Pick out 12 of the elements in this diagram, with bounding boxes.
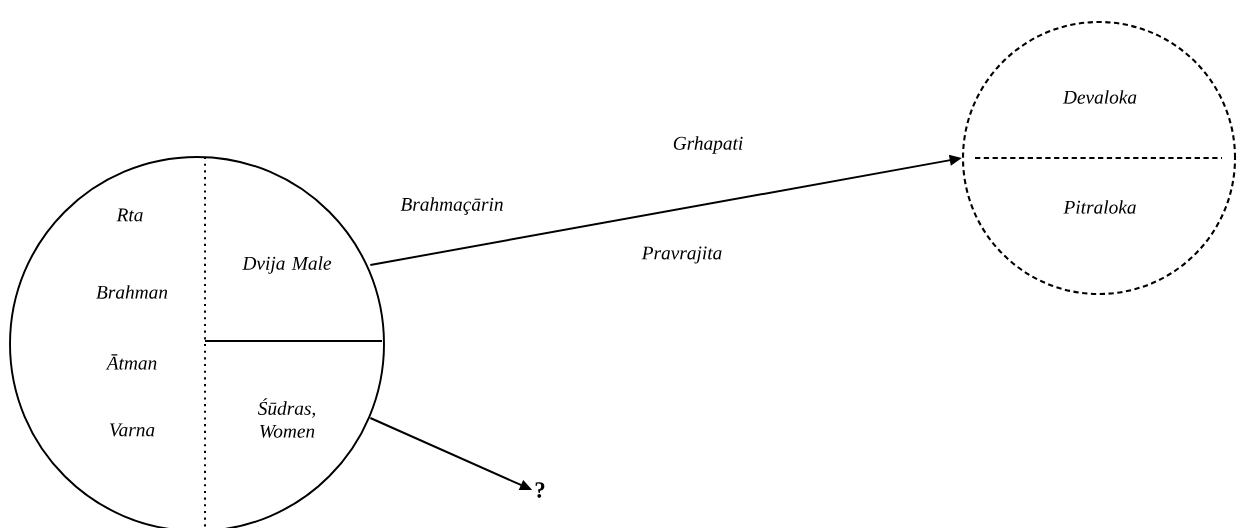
term-label: Brahman xyxy=(96,285,168,299)
term-label: Rta xyxy=(116,208,143,222)
term-label: Devaloka xyxy=(1062,90,1137,104)
region-label: Dvija Male xyxy=(242,256,332,274)
region-label: Śūdras, Women xyxy=(257,398,316,438)
term-label: Pitraloka xyxy=(1063,200,1136,214)
term-label: Varna xyxy=(109,423,155,437)
stage-label: Brahmaçārin xyxy=(400,197,503,215)
stage-label: Grhapati xyxy=(673,136,743,154)
stage-label: Pravrajita xyxy=(641,246,722,264)
term-label: Ātman xyxy=(105,354,157,370)
question-mark: ? xyxy=(535,482,545,498)
